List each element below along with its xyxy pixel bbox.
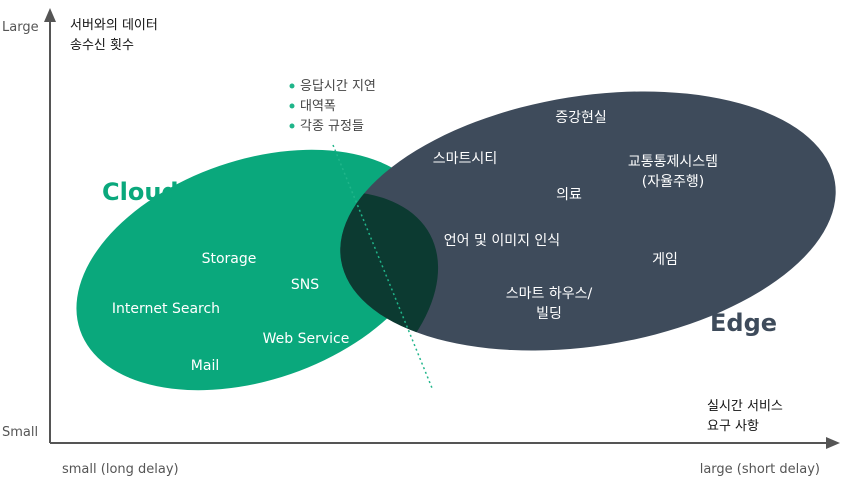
edge-item: 빌딩 xyxy=(536,306,562,322)
y-axis-top-label: Large xyxy=(2,20,39,35)
x-axis-title: 요구 사항 xyxy=(707,419,759,434)
x-axis-left-label: small (long delay) xyxy=(62,462,179,477)
y-axis-bottom-label: Small xyxy=(2,425,38,440)
cloud-ellipse xyxy=(76,149,434,391)
edge-item: (자율주행) xyxy=(642,174,704,190)
cloud-item: Internet Search xyxy=(112,301,220,317)
cloud-title: Cloud xyxy=(102,178,179,206)
cloud-item: Storage xyxy=(202,251,257,267)
y-axis-arrow-icon xyxy=(44,8,56,22)
x-axis-title: 실시간 서비스 xyxy=(707,399,783,414)
edge-item: 의료 xyxy=(556,187,582,203)
divider-line xyxy=(332,144,433,389)
cloud-item: Web Service xyxy=(263,331,350,347)
note-bullet-icon xyxy=(289,103,295,109)
y-axis-title: 서버와의 데이터 xyxy=(70,18,158,33)
edge-ellipse xyxy=(340,91,836,351)
edge-item: 게임 xyxy=(652,252,678,268)
note-bullet-icon xyxy=(289,123,295,129)
note-label: 응답시간 지연 xyxy=(300,79,376,94)
cloud-item: SNS xyxy=(291,277,319,293)
note-bullet-icon xyxy=(289,83,295,89)
cloud-item: Mail xyxy=(191,358,219,374)
edge-item: 교통통제시스템 xyxy=(628,154,718,170)
edge-item: 스마트 하우스/ xyxy=(506,286,593,302)
edge-title: Edge xyxy=(710,309,777,337)
note-label: 각종 규정들 xyxy=(300,119,364,134)
note-label: 대역폭 xyxy=(300,99,336,114)
y-axis-title: 송수신 횟수 xyxy=(70,38,134,53)
x-axis-arrow-icon xyxy=(826,437,840,449)
edge-item: 언어 및 이미지 인식 xyxy=(444,233,560,249)
x-axis-right-label: large (short delay) xyxy=(700,462,820,477)
edge-item: 스마트시티 xyxy=(433,151,497,167)
edge-item: 증강현실 xyxy=(555,110,607,126)
